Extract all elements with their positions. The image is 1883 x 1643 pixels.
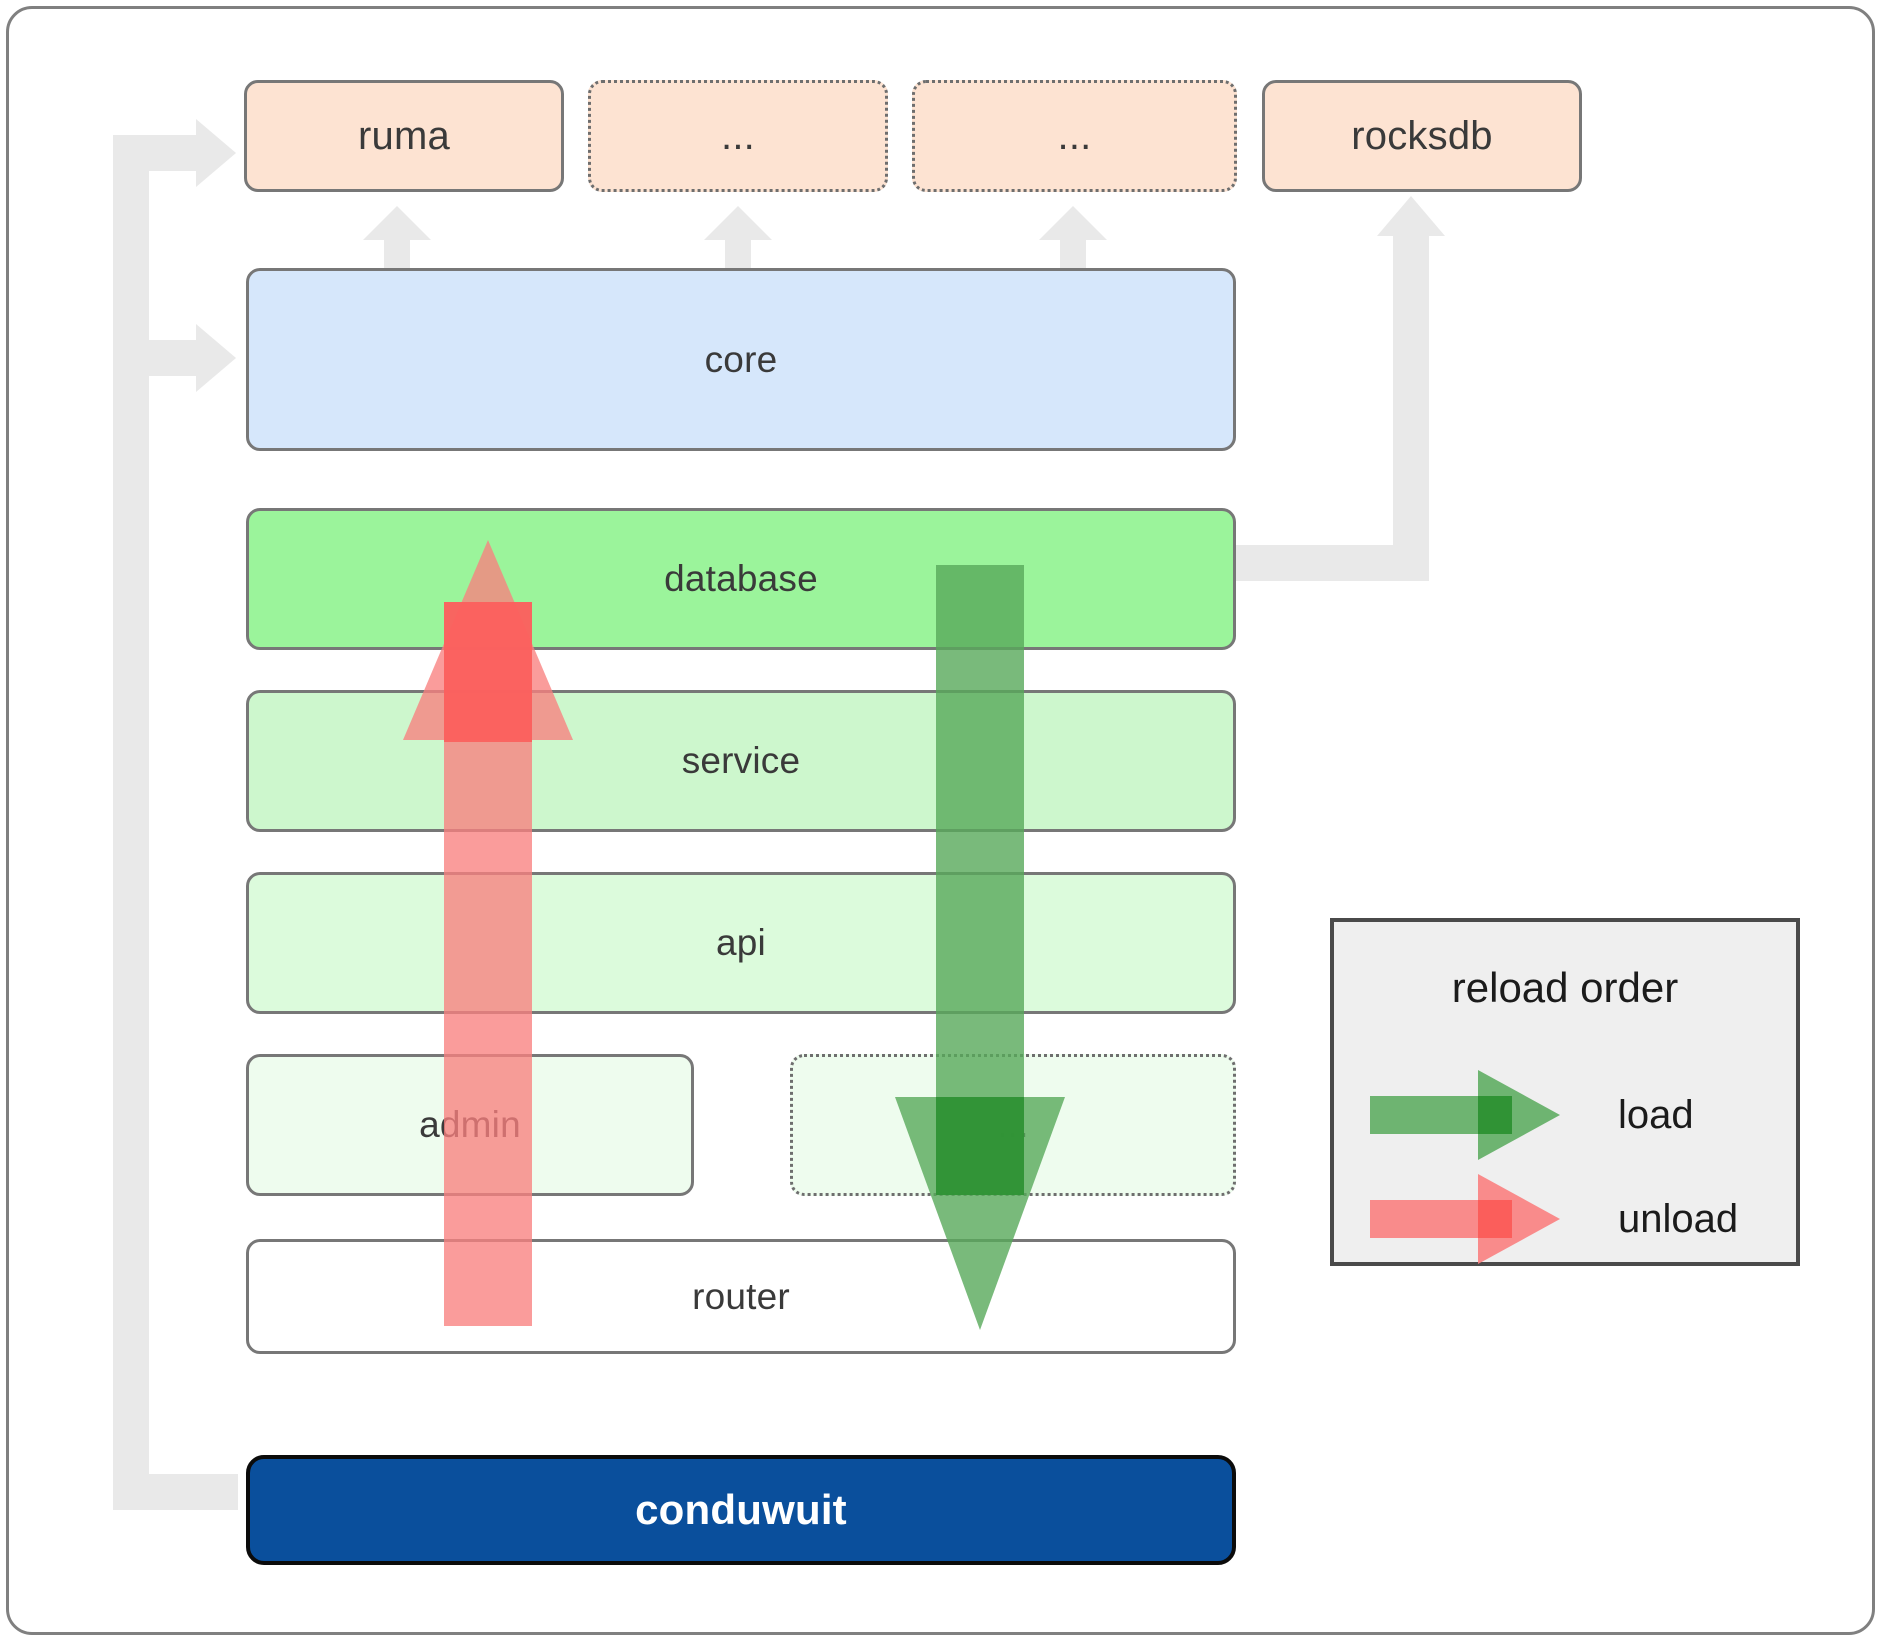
node-dots-a-label: ... — [721, 113, 755, 158]
node-dots-b-label: ... — [1057, 113, 1092, 158]
legend-row-unload: unload — [1334, 1174, 1796, 1264]
connector-trunk-to-conduwuit — [113, 1474, 238, 1510]
node-rocksdb-label: rocksdb — [1351, 113, 1493, 158]
legend-label-unload: unload — [1618, 1196, 1739, 1241]
legend-unload-arrowhead — [1478, 1174, 1560, 1264]
legend-label-load: load — [1618, 1092, 1694, 1137]
node-core[interactable]: core — [246, 268, 1236, 451]
flow-arrow-load — [880, 565, 1080, 1330]
node-api-label: api — [716, 922, 766, 963]
node-ruma[interactable]: ruma — [244, 80, 564, 192]
node-service-label: service — [681, 740, 801, 781]
connector-arrowhead-dotsb-short — [1039, 206, 1107, 240]
legend-title: reload order — [1451, 964, 1679, 1011]
legend-unload-overlap — [1478, 1200, 1512, 1238]
legend-swatch-load — [1370, 1070, 1600, 1160]
node-api[interactable]: api — [246, 872, 1236, 1014]
node-dots-b[interactable]: ... — [912, 80, 1237, 192]
connector-right-vertical — [1393, 235, 1429, 581]
legend-row-load: load — [1334, 1070, 1796, 1160]
connector-branch-to-core — [113, 340, 201, 376]
node-database-label: database — [664, 558, 818, 599]
node-rocksdb[interactable]: rocksdb — [1262, 80, 1582, 192]
node-core-label: core — [704, 338, 778, 380]
connector-core-to-ruma-stem — [384, 236, 410, 272]
connector-database-to-right — [1232, 545, 1412, 581]
load-arrow-stem — [936, 565, 1024, 1195]
legend-load-arrowhead — [1478, 1070, 1560, 1160]
node-conduwuit-label: conduwuit — [635, 1486, 847, 1533]
unload-arrow-overlap — [444, 602, 532, 742]
connector-core-to-dotsb-stem — [1060, 236, 1086, 272]
node-ruma-label: ruma — [358, 113, 450, 158]
load-arrow-overlap — [936, 1097, 1024, 1195]
connector-branch-to-ruma — [113, 135, 201, 171]
node-router-label: router — [692, 1275, 790, 1317]
connector-core-to-dotsa-stem — [725, 236, 751, 272]
flow-arrow-unload — [388, 540, 588, 1326]
connector-arrowhead-ruma — [196, 119, 236, 187]
connector-arrowhead-core — [196, 324, 236, 392]
legend-load-overlap — [1478, 1096, 1512, 1134]
connector-arrowhead-dotsa-short — [704, 206, 772, 240]
legend-swatch-unload — [1370, 1174, 1600, 1264]
node-conduwuit[interactable]: conduwuit — [246, 1455, 1236, 1565]
connector-arrowhead-rocksdb — [1377, 196, 1445, 236]
legend-reload-order: reload order load unload — [1330, 918, 1800, 1266]
node-dots-a[interactable]: ... — [588, 80, 888, 192]
connector-arrowhead-ruma-short — [363, 206, 431, 240]
